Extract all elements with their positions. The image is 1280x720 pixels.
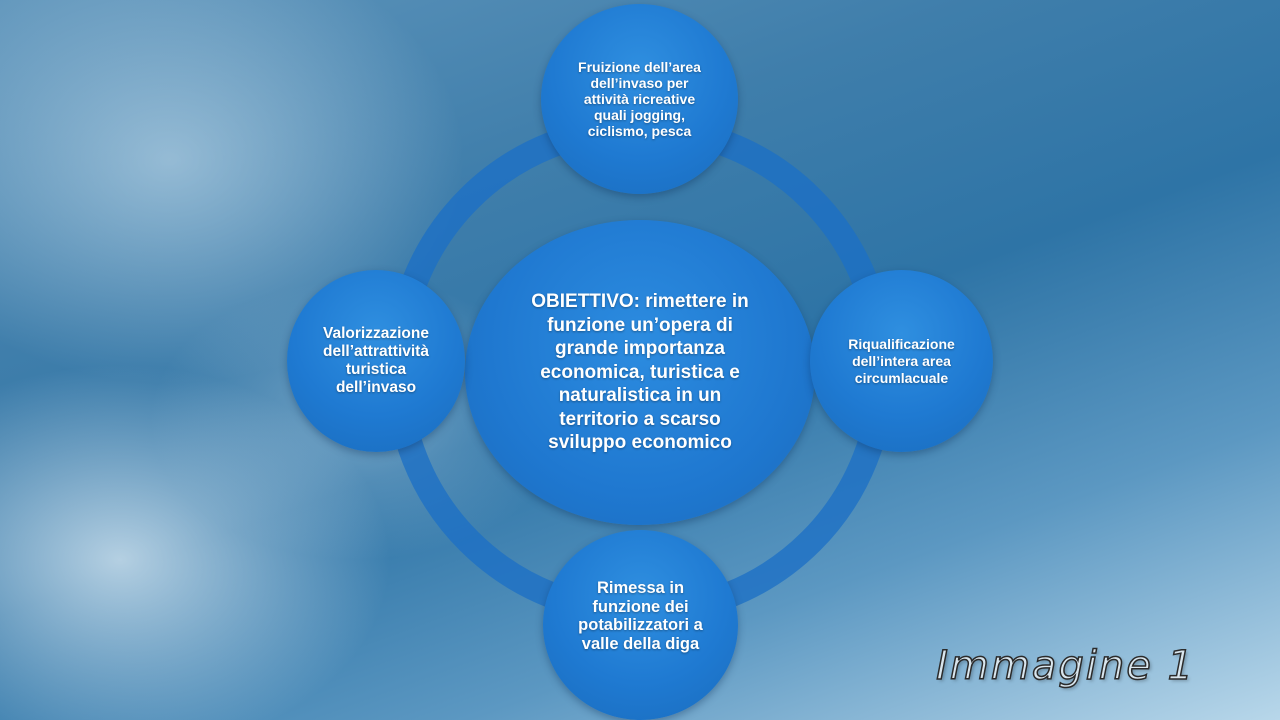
node-recreation: Fruizione dell’area dell’invaso per atti… (541, 4, 738, 194)
node-requalification: Riqualificazione dell’intera area circum… (810, 270, 993, 452)
node-requalification-text: Riqualificazione dell’intera area circum… (848, 335, 955, 386)
node-tourism-text: Valorizzazione dell’attrattività turisti… (323, 325, 429, 396)
node-recreation-text: Fruizione dell’area dell’invaso per atti… (578, 59, 701, 139)
image-caption: Immagine 1 (935, 642, 1195, 690)
node-tourism: Valorizzazione dell’attrattività turisti… (287, 270, 465, 452)
objective-circle: OBIETTIVO: rimettere in funzione un’oper… (465, 220, 815, 525)
objective-text: OBIETTIVO: rimettere in funzione un’oper… (531, 291, 749, 454)
node-purifiers-text: Rimessa in funzione dei potabilizzatori … (578, 579, 703, 653)
node-purifiers: Rimessa in funzione dei potabilizzatori … (543, 530, 738, 720)
